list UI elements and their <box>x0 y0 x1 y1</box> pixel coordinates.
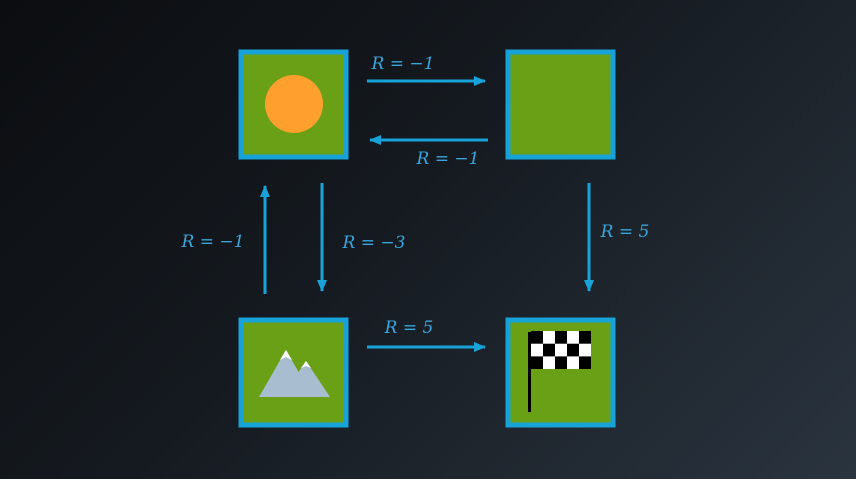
reward-label-start-to-plain: R = −1 <box>371 54 435 74</box>
sun-icon <box>265 75 323 133</box>
reward-label-mountain-to-start: R = −1 <box>181 232 245 252</box>
state-goal <box>505 317 616 428</box>
mountain-icon <box>259 350 330 397</box>
reward-label-plain-to-start: R = −1 <box>416 149 480 169</box>
reward-label-mountain-to-goal: R = 5 <box>384 318 434 338</box>
reward-label-start-to-mountain: R = −3 <box>342 233 406 253</box>
reward-label-plain-to-goal: R = 5 <box>600 222 650 242</box>
state-mountain <box>238 317 349 428</box>
state-plain <box>505 49 616 160</box>
state-start <box>238 49 349 160</box>
checkered-flag-icon <box>528 331 591 412</box>
